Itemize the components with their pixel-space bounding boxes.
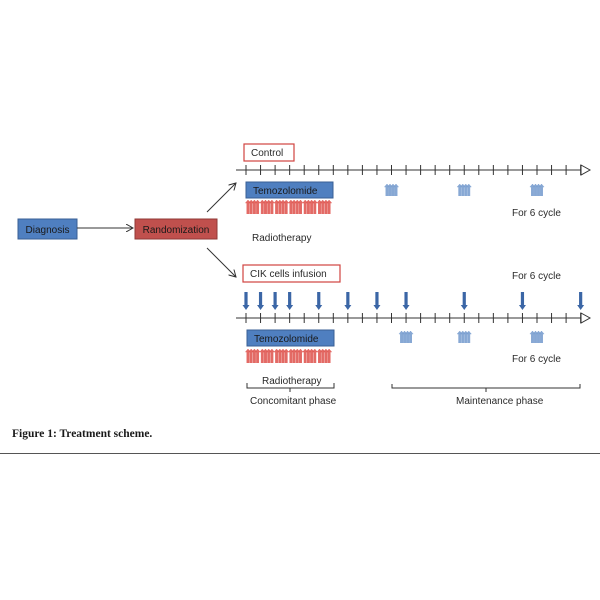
- tmz-arrow: [407, 330, 414, 343]
- control-label: Control: [251, 148, 283, 159]
- infusion-arrow: [242, 292, 250, 310]
- infusion-arrow: [518, 292, 526, 310]
- radiation-arrow: [268, 199, 276, 214]
- radiation-arrow: [268, 348, 276, 363]
- infusion-arrow: [460, 292, 468, 310]
- cik-radiation-arrows: [244, 348, 333, 363]
- control-maintenance-tmz-arrows: [383, 183, 545, 196]
- cik-timeline: [236, 312, 592, 324]
- radiation-arrow: [325, 348, 333, 363]
- tmz-arrow: [465, 330, 472, 343]
- control-temozolomide-bar: [245, 181, 334, 199]
- concomitant-phase-bracket: Concomitant phase: [246, 383, 337, 407]
- cik-label: CIK cells infusion: [250, 269, 327, 280]
- cik-radiotherapy-label: Radiotherapy: [262, 376, 321, 387]
- radiation-arrow: [311, 199, 318, 214]
- infusion-arrow: [271, 292, 279, 310]
- radiation-arrow: [311, 348, 318, 363]
- timeline-arrowhead: [580, 312, 592, 324]
- infusion-arrow: [286, 292, 294, 310]
- infusion-arrow: [577, 292, 585, 310]
- control-arm: Control Temozolomide Radiotherapy For 6 …: [236, 143, 592, 244]
- tmz-arrow: [465, 183, 472, 196]
- caption-divider: [0, 453, 600, 454]
- cik-temozolomide-bar: [246, 329, 335, 347]
- infusion-arrow: [344, 292, 352, 310]
- infusion-arrow: [373, 292, 381, 310]
- infusion-arrow: [315, 292, 323, 310]
- cik-tmz-cycle-note: For 6 cycle: [512, 354, 561, 365]
- control-cycle-note: For 6 cycle: [512, 208, 561, 219]
- infusion-arrow: [257, 292, 265, 310]
- tmz-arrow: [538, 330, 545, 343]
- radiation-arrow: [297, 348, 304, 363]
- cik-infusion-arrows: [242, 292, 585, 310]
- tmz-arrow: [392, 183, 400, 196]
- control-temozolomide-label: Temozolomide: [253, 186, 318, 197]
- radiation-arrow: [283, 348, 290, 363]
- cik-arm: CIK cells infusion For 6 cycle Temozolom…: [236, 264, 592, 387]
- radiation-arrow: [254, 348, 261, 363]
- infusion-arrow: [402, 292, 410, 310]
- cik-infusion-cycle-note: For 6 cycle: [512, 271, 561, 282]
- randomization-label: Randomization: [143, 225, 210, 236]
- radiation-arrow: [297, 199, 304, 214]
- branch-arrow-cik: [206, 247, 236, 277]
- cik-label-box: [242, 264, 341, 283]
- tmz-arrow: [538, 183, 545, 196]
- maintenance-phase-bracket: Maintenance phase: [391, 384, 581, 407]
- concomitant-phase-label: Concomitant phase: [250, 396, 337, 407]
- radiation-arrow: [325, 199, 333, 214]
- cik-temozolomide-label: Temozolomide: [254, 334, 319, 345]
- control-label-box: [243, 143, 295, 162]
- control-radiotherapy-label: Radiotherapy: [252, 233, 311, 244]
- randomization-node: Randomization: [134, 218, 218, 240]
- branch-arrow-control: [206, 183, 236, 213]
- radiation-arrow: [283, 199, 290, 214]
- diagnosis-label: Diagnosis: [26, 225, 70, 236]
- radiation-arrow: [254, 199, 261, 214]
- control-radiation-arrows: [244, 199, 333, 214]
- cik-maintenance-tmz-arrows: [398, 330, 545, 343]
- timeline-arrowhead: [580, 164, 592, 176]
- figure-caption: Figure 1: Treatment scheme.: [12, 428, 153, 440]
- diagnosis-node: Diagnosis: [17, 218, 78, 240]
- maintenance-phase-label: Maintenance phase: [456, 396, 544, 407]
- control-timeline: [236, 164, 592, 176]
